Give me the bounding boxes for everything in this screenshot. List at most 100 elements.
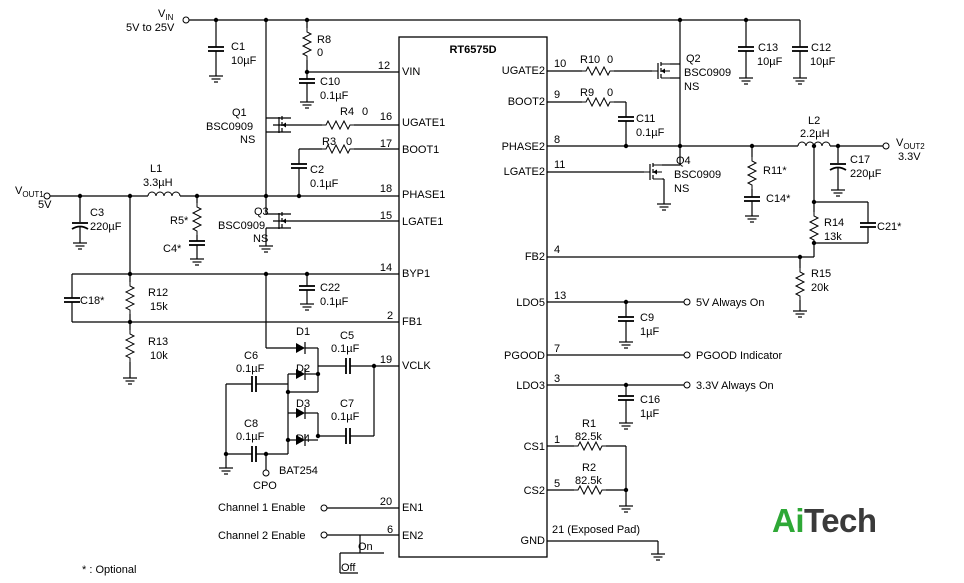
svg-text:D3: D3 (296, 398, 310, 410)
svg-text:5V: 5V (38, 199, 52, 211)
svg-text:0: 0 (607, 54, 613, 66)
svg-text:3.3V Always On: 3.3V Always On (696, 380, 774, 392)
svg-text:2: 2 (387, 310, 393, 322)
pin-en1: EN1 (402, 502, 423, 514)
svg-text:C18*: C18* (80, 295, 105, 307)
svg-text:9: 9 (554, 89, 560, 101)
svg-text:C14*: C14* (766, 193, 791, 205)
svg-text:13: 13 (554, 290, 566, 302)
svg-text:5: 5 (554, 478, 560, 490)
vin-range: 5V to 25V (126, 22, 175, 34)
svg-text:7: 7 (554, 343, 560, 355)
svg-text:16: 16 (380, 111, 392, 123)
svg-text:6: 6 (387, 524, 393, 536)
svg-text:C17: C17 (850, 154, 870, 166)
pin-lgate1: LGATE1 (402, 216, 443, 228)
ldo3-terminal (683, 381, 691, 389)
svg-text:15k: 15k (150, 301, 168, 313)
svg-text:BSC0909: BSC0909 (684, 67, 731, 79)
enable-inputs: Channel 1 Enable Channel 2 Enable On Off… (82, 502, 399, 576)
svg-text:14: 14 (380, 262, 392, 274)
svg-text:1µF: 1µF (640, 326, 659, 338)
svg-text:C4*: C4* (163, 243, 182, 255)
pin-phase2: PHASE2 (502, 141, 545, 153)
cpo-terminal (262, 469, 270, 477)
svg-text:R8: R8 (317, 34, 331, 46)
svg-text:10µF: 10µF (231, 55, 257, 67)
pin-fb1: FB1 (402, 316, 422, 328)
pin-fb2: FB2 (525, 251, 545, 263)
svg-text:R9: R9 (580, 87, 594, 99)
svg-text:D1: D1 (296, 326, 310, 338)
svg-text:C1: C1 (231, 41, 245, 53)
svg-text:0: 0 (607, 87, 613, 99)
svg-text:BAT254: BAT254 (279, 465, 318, 477)
svg-text:R1: R1 (582, 418, 596, 430)
pin-vin: VIN (402, 66, 420, 78)
pin-vclk: VCLK (402, 360, 431, 372)
svg-text:15: 15 (380, 210, 392, 222)
pin-cs2: CS2 (524, 485, 545, 497)
left-pins: VIN 12 UGATE1 16 BOOT1 17 PHASE1 18 LGAT… (378, 60, 446, 542)
svg-text:C8: C8 (244, 418, 258, 430)
q1-mosfet: Q1 BSC0909 NS (206, 20, 292, 196)
svg-text:BSC0909: BSC0909 (218, 220, 265, 232)
svg-text:220µF: 220µF (850, 168, 882, 180)
svg-text:On: On (358, 541, 373, 553)
svg-text:13k: 13k (824, 231, 842, 243)
svg-text:1µF: 1µF (640, 408, 659, 420)
pin-boot1: BOOT1 (402, 144, 439, 156)
svg-text:R14: R14 (824, 217, 844, 229)
aitech-logo: AiTech (772, 502, 877, 539)
ch1-enable-terminal (320, 504, 328, 512)
svg-text:VOUT2: VOUT2 (896, 137, 925, 151)
pin-boot2: BOOT2 (508, 96, 545, 108)
pin-lgate2: LGATE2 (504, 166, 545, 178)
svg-text:C21*: C21* (877, 221, 902, 233)
svg-text:1: 1 (554, 434, 560, 446)
svg-text:17: 17 (380, 138, 392, 150)
ic-body (398, 36, 548, 558)
svg-text:10µF: 10µF (757, 56, 783, 68)
pin-ldo3: LDO3 (516, 380, 545, 392)
svg-text:R3: R3 (322, 136, 336, 148)
svg-text:Q3: Q3 (254, 206, 269, 218)
svg-text:CPO: CPO (253, 480, 277, 492)
svg-text:NS: NS (240, 134, 255, 146)
pin-ldo5: LDO5 (516, 297, 545, 309)
pin-gnd: GND (521, 535, 546, 547)
svg-text:21 (Exposed Pad): 21 (Exposed Pad) (552, 524, 640, 536)
svg-text:11: 11 (554, 159, 565, 171)
svg-text:BSC0909: BSC0909 (206, 121, 253, 133)
svg-text:0.1µF: 0.1µF (331, 411, 360, 423)
right-pins: UGATE2 10 BOOT2 9 PHASE2 8 LGATE2 11 FB2… (502, 58, 640, 547)
svg-text:D2: D2 (296, 363, 310, 375)
svg-text:C10: C10 (320, 76, 340, 88)
svg-text:10µF: 10µF (810, 56, 836, 68)
svg-text:0: 0 (362, 106, 368, 118)
svg-text:0.1µF: 0.1µF (331, 343, 360, 355)
svg-text:PGOOD Indicator: PGOOD Indicator (696, 350, 783, 362)
svg-text:82.5k: 82.5k (575, 431, 602, 443)
svg-text:NS: NS (684, 81, 699, 93)
svg-text:L2: L2 (808, 115, 820, 127)
svg-text:C16: C16 (640, 394, 660, 406)
svg-text:19: 19 (380, 354, 392, 366)
vout2-terminal (882, 142, 890, 150)
svg-text:18: 18 (380, 183, 392, 195)
svg-text:C22: C22 (320, 282, 340, 294)
svg-text:VOUT1: VOUT1 (15, 185, 44, 199)
svg-text:R2: R2 (582, 462, 596, 474)
svg-text:BSC0909: BSC0909 (674, 169, 721, 181)
svg-text:R11*: R11* (763, 165, 787, 177)
svg-text:12: 12 (378, 60, 390, 72)
svg-text:R12: R12 (148, 287, 168, 299)
vout1-terminal (43, 192, 51, 200)
svg-text:Off: Off (341, 562, 356, 574)
q3-mosfet: Q3 BSC0909 NS (218, 196, 399, 253)
